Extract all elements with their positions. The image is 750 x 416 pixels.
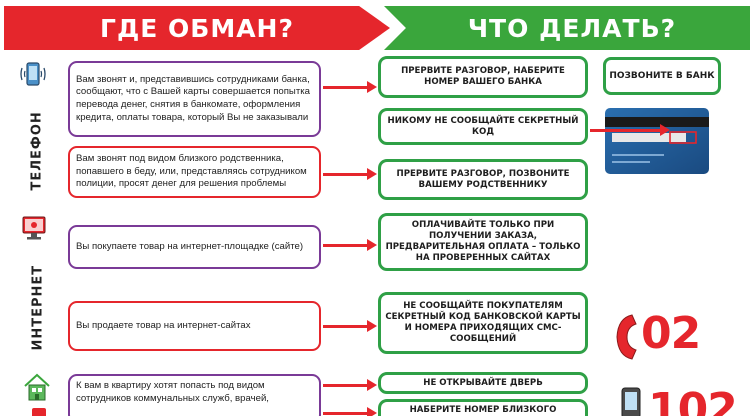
action-call-relative: ПРЕРВИТЕ РАЗГОВОР, ПОЗВОНИТЕ ВАШЕМУ РОДС… bbox=[378, 159, 588, 200]
arrow-door-visit-2 bbox=[323, 407, 377, 416]
scenario-text: Вы покупаете товар на интернет-площадке … bbox=[76, 240, 304, 252]
action-call-your-bank: ПРЕРВИТЕ РАЗГОВОР, НАБЕРИТЕ НОМЕР ВАШЕГО… bbox=[378, 56, 588, 98]
scenario-text: К вам в квартиру хотят попасть под видом… bbox=[76, 380, 269, 404]
arrow-selling-online bbox=[323, 320, 377, 332]
header-what-to-do: ЧТО ДЕЛАТЬ? bbox=[384, 6, 750, 50]
action-text: НЕ СООБЩАЙТЕ ПОКУПАТЕЛЯМ СЕКРЕТНЫЙ КОД Б… bbox=[385, 301, 581, 344]
action-dont-open-door: НЕ ОТКРЫВАЙТЕ ДВЕРЬ bbox=[378, 372, 588, 394]
emergency-number-102: 102 bbox=[648, 384, 738, 416]
scenario-text: Вы продаете товар на интернет-сайтах bbox=[76, 319, 251, 331]
action-text: ПРЕРВИТЕ РАЗГОВОР, НАБЕРИТЕ НОМЕР ВАШЕГО… bbox=[401, 66, 565, 87]
action-text: ПРЕРВИТЕ РАЗГОВОР, ПОЗВОНИТЕ ВАШЕМУ РОДС… bbox=[396, 168, 570, 190]
action-text: НИКОМУ НЕ СООБЩАЙТЕ СЕКРЕТНЫЙ КОД bbox=[387, 115, 579, 137]
action-dont-share-code: НИКОМУ НЕ СООБЩАЙТЕ СЕКРЕТНЫЙ КОД bbox=[378, 108, 588, 145]
bank-card-icon bbox=[605, 108, 709, 174]
scenario-door-visit: К вам в квартиру хотят попасть под видом… bbox=[68, 374, 321, 416]
action-call-close-one: НАБЕРИТЕ НОМЕР БЛИЗКОГО bbox=[378, 399, 588, 416]
arrow-relative-call bbox=[323, 168, 377, 180]
handset-icon bbox=[616, 314, 637, 360]
call-bank-box: ПОЗВОНИТЕ В БАНК bbox=[603, 57, 721, 95]
arrow-to-card bbox=[590, 124, 670, 136]
emergency-number-02: 02 bbox=[641, 308, 701, 359]
section-label-internet: ИНТЕРНЕТ bbox=[30, 264, 46, 351]
scenario-relative-call: Вам звонят под видом близкого родственни… bbox=[68, 146, 321, 198]
action-text: НЕ ОТКРЫВАЙТЕ ДВЕРЬ bbox=[423, 377, 543, 388]
house-icon bbox=[24, 373, 50, 401]
action-text: НАБЕРИТЕ НОМЕР БЛИЗКОГО bbox=[409, 405, 557, 415]
arrow-door-visit bbox=[323, 379, 377, 391]
scenario-bank-call: Вам звонят и, представившись сотрудникам… bbox=[68, 61, 321, 137]
action-dont-share-card-code: НЕ СООБЩАЙТЕ ПОКУПАТЕЛЯМ СЕКРЕТНЫЙ КОД Б… bbox=[378, 292, 588, 354]
scenario-selling-online: Вы продаете товар на интернет-сайтах bbox=[68, 301, 321, 351]
section-label-phone: ТЕЛЕФОН bbox=[29, 111, 45, 191]
header-where-deception: ГДЕ ОБМАН? bbox=[4, 6, 390, 50]
arrow-buying-online bbox=[323, 239, 377, 251]
header-right-title: ЧТО ДЕЛАТЬ? bbox=[467, 13, 677, 43]
arrow-bank-call bbox=[323, 81, 377, 93]
scenario-buying-online: Вы покупаете товар на интернет-площадке … bbox=[68, 225, 321, 269]
header-left-title: ГДЕ ОБМАН? bbox=[100, 13, 294, 43]
action-text: ОПЛАЧИВАЙТЕ ТОЛЬКО ПРИ ПОЛУЧЕНИИ ЗАКАЗА,… bbox=[385, 220, 581, 263]
mobile-phone-icon bbox=[621, 387, 641, 416]
scenario-text: Вам звонят под видом близкого родственни… bbox=[76, 153, 307, 190]
action-pay-on-delivery: ОПЛАЧИВАЙТЕ ТОЛЬКО ПРИ ПОЛУЧЕНИИ ЗАКАЗА,… bbox=[378, 213, 588, 271]
phone-icon bbox=[20, 62, 46, 86]
computer-icon bbox=[22, 216, 46, 240]
scenario-text: Вам звонят и, представившись сотрудникам… bbox=[76, 73, 310, 123]
call-bank-text: ПОЗВОНИТЕ В БАНК bbox=[609, 71, 715, 81]
section-label-home-partial bbox=[32, 408, 46, 416]
